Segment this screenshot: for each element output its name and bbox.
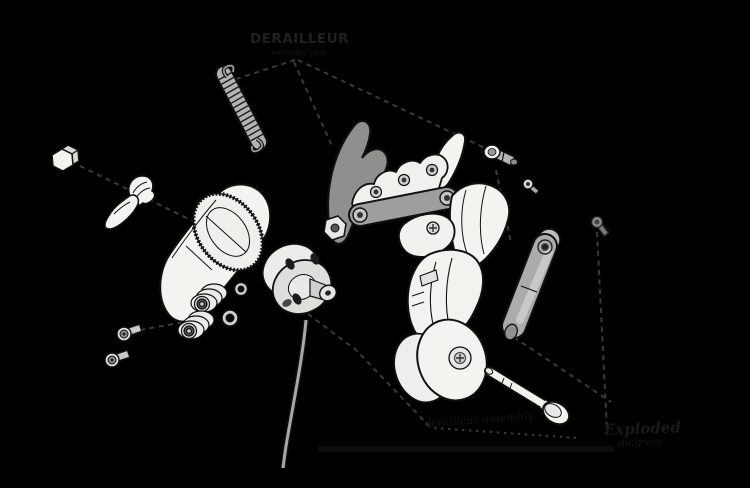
leader-plate-to-logo: [505, 331, 612, 403]
washer-large: [221, 309, 239, 327]
adjust-screw-small: [522, 178, 540, 196]
leader-pulley-to-logo: [307, 313, 431, 428]
washer-small: [233, 281, 249, 297]
coil-spring: [215, 63, 268, 154]
mounting-screw-lower: [104, 349, 131, 368]
mounting-screw-upper: [116, 323, 143, 342]
cable-pulley: [262, 243, 337, 315]
anchor-lever: [104, 194, 140, 230]
leader-bolt-to-plate: [495, 169, 512, 244]
stop-screw-right: [590, 215, 610, 238]
bottom-faint-bar: [318, 446, 614, 452]
scallop-bolts: [369, 163, 439, 199]
clamp-body-knurled-disc: [159, 183, 272, 323]
shift-cable: [280, 319, 309, 469]
cage-plate-lower: [398, 212, 456, 258]
leader-nut-to-clamp: [79, 165, 198, 224]
leader-title-to-body: [293, 61, 333, 147]
body-hex-fitting: [323, 215, 347, 241]
pivot-boss-stack-upper: [190, 283, 228, 313]
guide-pulley-large: [393, 318, 488, 404]
pivot-bolt-long: [484, 366, 570, 426]
outer-cage-plate: [501, 228, 561, 341]
leader-screw-right-down: [596, 231, 608, 431]
plate-hole: [541, 243, 549, 251]
mount-bolt-top-right: [483, 144, 518, 167]
leader-dotted-run: [433, 427, 579, 439]
leader-title-to-spring: [232, 59, 296, 81]
hex-nut: [51, 144, 80, 172]
pivot-boss-stack-lower: [177, 310, 215, 340]
